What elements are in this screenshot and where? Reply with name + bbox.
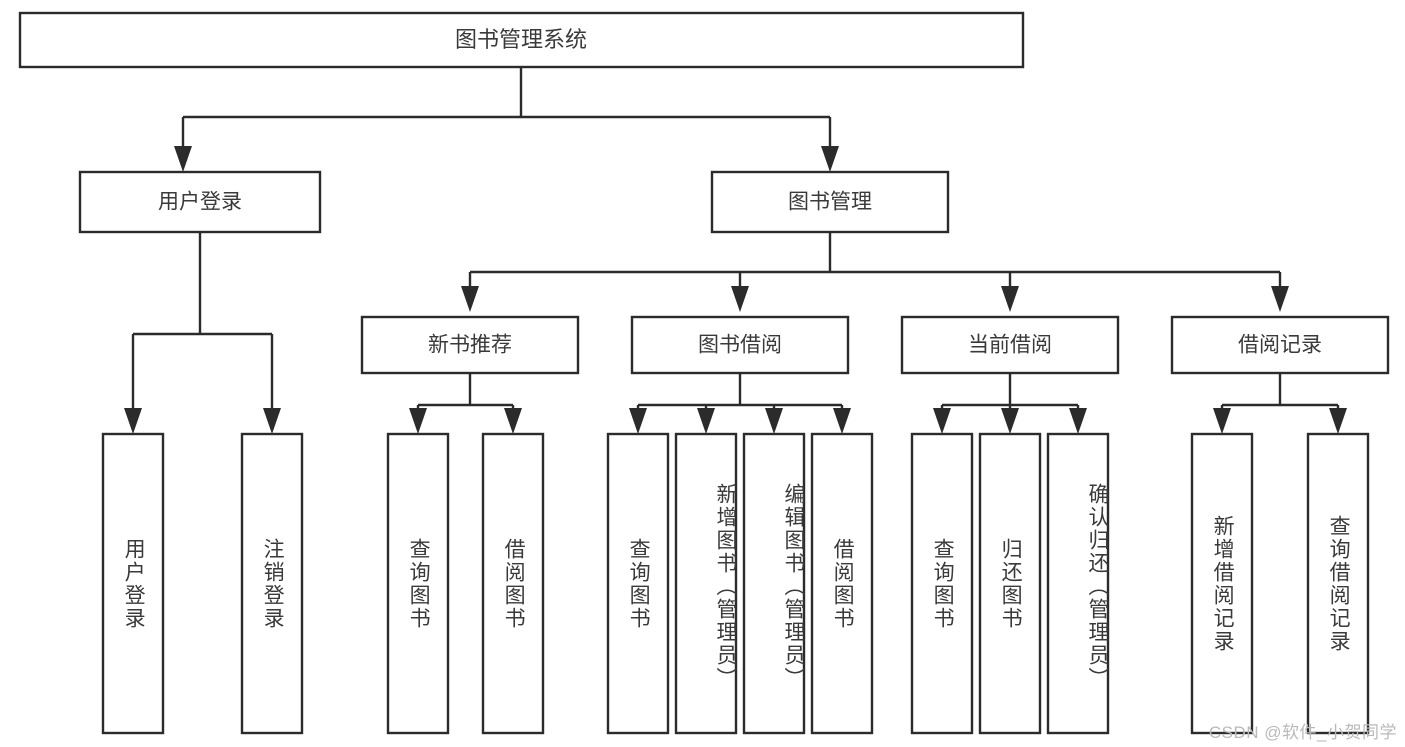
node-root-label: 图书管理系统 [455, 27, 587, 52]
leaf-box-logout-login[interactable] [240, 432, 304, 735]
node-current-borrow-box[interactable] [900, 315, 1120, 375]
arrow-head-icon [1069, 408, 1087, 434]
arrow-head-icon [1213, 408, 1231, 434]
leaf-box-add-book-admin[interactable] [674, 432, 738, 735]
leaf-box-query-book-recommend[interactable] [386, 432, 450, 735]
leaf-box-user-login[interactable] [101, 432, 165, 735]
connector-book-manage-to-level3 [461, 232, 1289, 312]
node-user-login[interactable]: 用户登录 [78, 170, 322, 234]
leaf-box-borrow-book-recommend[interactable] [481, 432, 545, 735]
node-book-borrow-label: 图书借阅 [698, 334, 782, 357]
node-user-login-label: 用户登录 [158, 191, 242, 214]
node-root-box[interactable] [18, 11, 1025, 69]
arrow-head-icon [731, 286, 749, 312]
connector-user-login-to-leaves [124, 232, 281, 434]
node-borrow-record-label: 借阅记录 [1238, 334, 1322, 357]
connector-current-borrow-to-leaves [933, 373, 1087, 434]
leaf-box-query-book-borrow[interactable] [606, 432, 670, 735]
node-book-manage[interactable]: 图书管理 [710, 170, 950, 234]
watermark-text: CSDN @软件_小贺同学 [1208, 723, 1397, 742]
arrow-head-icon [1271, 286, 1289, 312]
node-book-borrow[interactable]: 图书借阅 [630, 315, 850, 375]
arrow-head-icon [933, 408, 951, 434]
node-borrow-record[interactable]: 借阅记录 [1170, 315, 1390, 375]
arrow-head-icon [833, 408, 851, 434]
arrow-head-icon [409, 408, 427, 434]
node-new-book-recommend[interactable]: 新书推荐 [360, 315, 580, 375]
leaf-box-borrow-book[interactable] [810, 432, 874, 735]
connector-new-book-recommend-to-leaves [409, 373, 522, 434]
leaf-box-query-borrow-record[interactable] [1306, 432, 1370, 735]
arrow-head-icon [504, 408, 522, 434]
leaf-box-edit-book-admin[interactable] [742, 432, 806, 735]
arrow-head-icon [174, 146, 192, 172]
connector-borrow-record-to-leaves [1213, 373, 1347, 434]
arrow-head-icon [263, 408, 281, 434]
connector-root-to-level2 [174, 67, 839, 172]
node-current-borrow-label: 当前借阅 [968, 334, 1052, 357]
arrow-head-icon [1001, 286, 1019, 312]
arrow-head-icon [461, 286, 479, 312]
arrow-head-icon [1329, 408, 1347, 434]
node-book-manage-label: 图书管理 [788, 191, 872, 214]
leaf-box-return-book[interactable] [978, 432, 1042, 735]
arrow-head-icon [124, 408, 142, 434]
leaf-box-add-borrow-record[interactable] [1190, 432, 1254, 735]
arrow-head-icon [629, 408, 647, 434]
node-current-borrow[interactable]: 当前借阅 [900, 315, 1120, 375]
node-new-book-recommend-label: 新书推荐 [428, 334, 512, 357]
node-root[interactable]: 图书管理系统 [18, 11, 1025, 69]
node-user-login-box[interactable] [78, 170, 322, 234]
node-new-book-recommend-box[interactable] [360, 315, 580, 375]
arrow-head-icon [765, 408, 783, 434]
leaf-box-confirm-return-admin[interactable] [1046, 432, 1110, 735]
arrow-head-icon [1001, 408, 1019, 434]
connector-book-borrow-to-leaves [629, 373, 851, 434]
arrow-head-icon [697, 408, 715, 434]
leaf-box-query-book-current[interactable] [910, 432, 974, 735]
arrow-head-icon [821, 146, 839, 172]
